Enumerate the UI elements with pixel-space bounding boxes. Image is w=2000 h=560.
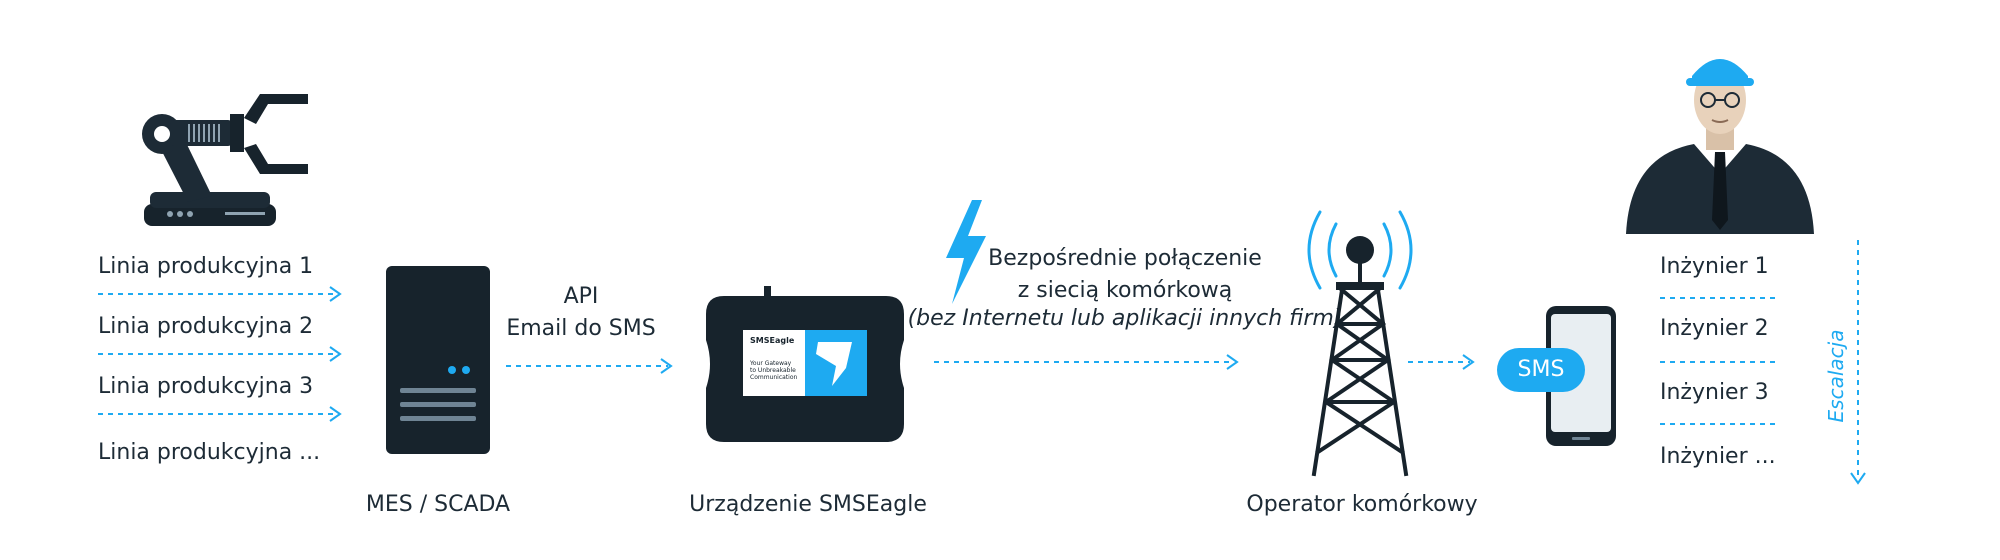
production-arrows: [98, 286, 342, 422]
api-arrow: [506, 358, 673, 374]
email-to-sms-label: Email do SMS: [506, 316, 656, 341]
robot-arm-icon: [142, 94, 308, 226]
production-line-1: Linia produkcyjna 1: [98, 254, 314, 279]
engineer-icon: [1626, 59, 1814, 234]
api-label: API: [563, 284, 599, 309]
device-tagline-3: Communication: [750, 374, 798, 381]
engineer-1: Inżynier 1: [1660, 254, 1769, 279]
production-line-4: Linia produkcyjna ...: [98, 440, 321, 465]
smseagle-device-icon: [706, 286, 904, 442]
connection-line-2: z siecią komórkową: [1017, 278, 1233, 303]
cell-tower-icon: [1307, 210, 1413, 477]
escalation-label: Escalacja: [1824, 329, 1848, 423]
lightning-icon: [946, 200, 986, 304]
connection-line-1: Bezpośrednie połączenie: [988, 246, 1262, 271]
mes-scada-label: MES / SCADA: [365, 492, 511, 517]
device-tagline-2: to Unbreakable: [750, 367, 796, 374]
production-line-3: Linia produkcyjna 3: [98, 374, 314, 399]
connection-note: (bez Internetu lub aplikacji innych firm…: [907, 306, 1343, 331]
escalation-arrow: [1850, 240, 1866, 485]
sms-badge: SMS: [1497, 348, 1585, 392]
network-arrow: [934, 354, 1239, 370]
server-icon: [386, 266, 490, 454]
engineer-4: Inżynier ...: [1660, 444, 1776, 469]
engineer-3: Inżynier 3: [1660, 380, 1769, 405]
device-brand: SMSEagle: [750, 336, 795, 345]
production-line-2: Linia produkcyjna 2: [98, 314, 314, 339]
device-tagline-1: Your Gateway: [750, 360, 792, 367]
phone-arrow: [1408, 354, 1475, 370]
device-label: Urządzenie SMSEagle: [689, 492, 927, 517]
engineer-dividers: [1660, 297, 1780, 425]
engineer-2: Inżynier 2: [1660, 316, 1769, 341]
operator-label: Operator komórkowy: [1246, 492, 1478, 517]
